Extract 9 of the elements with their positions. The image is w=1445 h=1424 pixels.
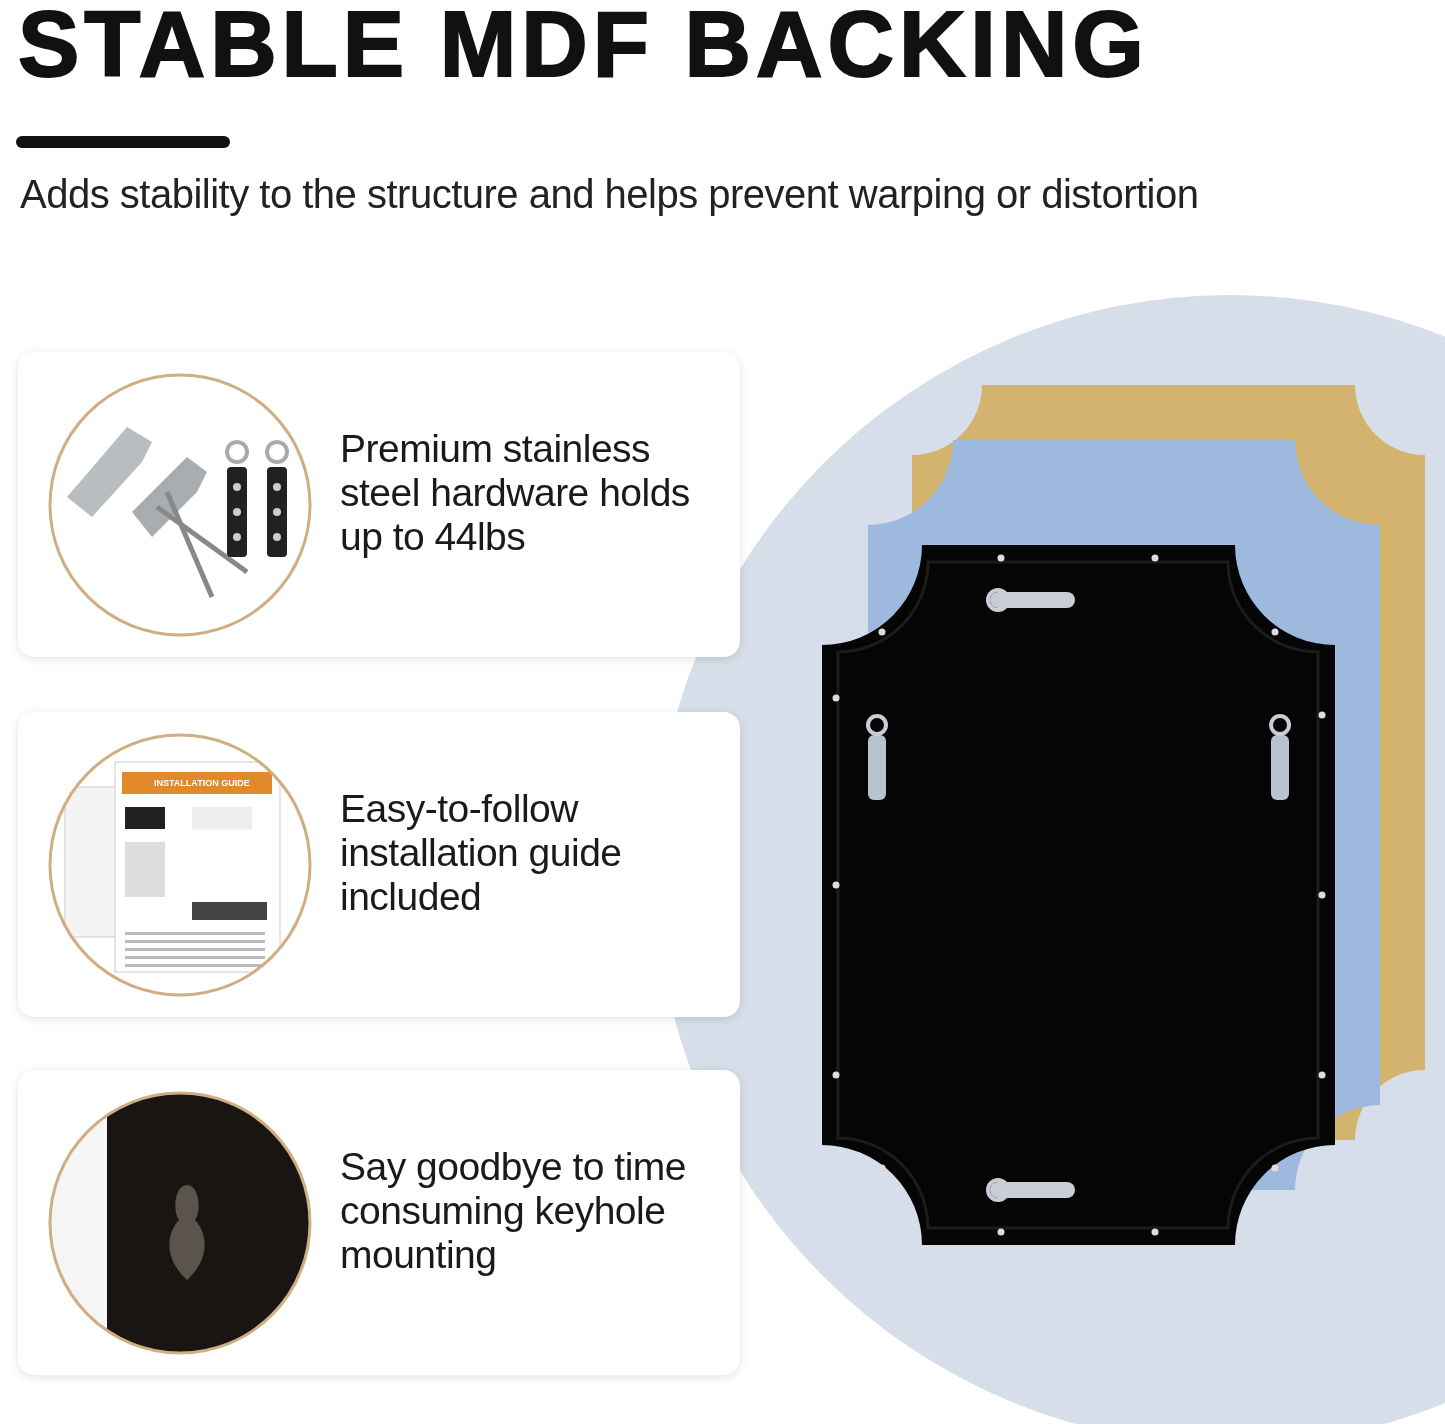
feature-text: Easy-to-follow installation guide included	[340, 787, 623, 919]
guide-heading: INSTALLATION GUIDE	[154, 778, 250, 788]
subtitle: Adds stability to the structure and helps prevent warping or distortion	[20, 172, 1199, 217]
feature-card	[18, 1070, 740, 1375]
feature-card	[18, 712, 740, 1017]
feature-card	[18, 352, 740, 657]
feature-text: Say goodbye to time consuming keyhole mounting	[340, 1145, 688, 1277]
title: STABLE MDF BACKING	[18, 0, 1149, 97]
feature-text: Premium stainless steel hardware holds up to 44lbs	[340, 427, 691, 559]
